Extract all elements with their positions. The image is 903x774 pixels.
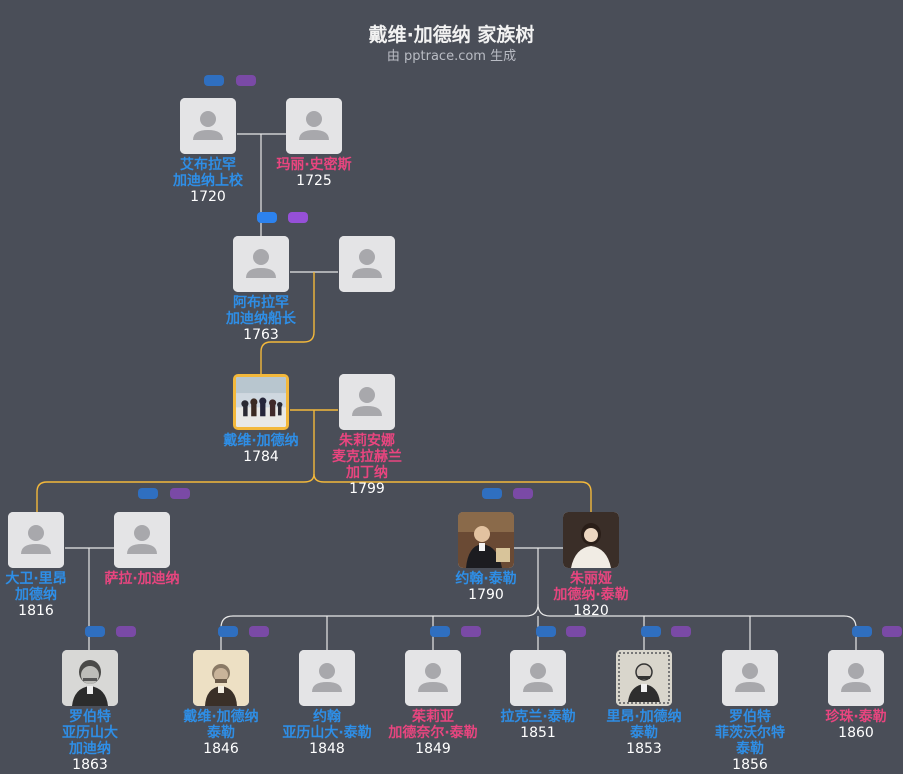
expand-icon[interactable]	[218, 626, 238, 637]
person-birth-year: 1790	[468, 587, 504, 603]
person-name[interactable]: 朱莉安娜麦克拉赫兰加丁纳	[332, 433, 402, 481]
expand-icon[interactable]	[566, 626, 586, 637]
person-name[interactable]: 艾布拉罕加迪纳上校	[173, 157, 243, 189]
person-birth-year: 1860	[838, 725, 874, 741]
expand-icon[interactable]	[641, 626, 661, 637]
placeholder-icon[interactable]	[339, 374, 395, 430]
person-name[interactable]: 戴维·加德纳	[223, 433, 299, 449]
person-name[interactable]: 罗伯特亚历山大加迪纳	[62, 709, 118, 757]
placeholder-icon[interactable]	[510, 650, 566, 706]
placeholder-icon[interactable]	[299, 650, 355, 706]
painting-icon[interactable]	[233, 374, 289, 430]
placeholder-icon[interactable]	[114, 512, 170, 568]
person-name[interactable]: 约翰亚历山大·泰勒	[282, 709, 372, 741]
person-name[interactable]: 约翰·泰勒	[455, 571, 517, 587]
person-birth-year: 1849	[415, 741, 451, 757]
expand-ancestors-icon[interactable]	[288, 212, 308, 223]
expand-icon[interactable]	[852, 626, 872, 637]
portrait-icon[interactable]	[458, 512, 514, 568]
person-birth-year: 1856	[732, 757, 768, 773]
expand-ancestors-icon[interactable]	[170, 488, 190, 499]
placeholder-icon[interactable]	[339, 236, 395, 292]
person-birth-year: 1720	[190, 189, 226, 205]
placeholder-icon[interactable]	[180, 98, 236, 154]
person-birth-year: 1848	[309, 741, 345, 757]
page-title: 戴维·加德纳 家族树	[368, 24, 535, 46]
expand-icon[interactable]	[536, 626, 556, 637]
expand-icon[interactable]	[882, 626, 902, 637]
person-birth-year: 1816	[18, 603, 54, 619]
person-name[interactable]: 玛丽·史密斯	[276, 157, 352, 173]
portrait-sepia-icon[interactable]	[193, 650, 249, 706]
placeholder-icon[interactable]	[233, 236, 289, 292]
expand-ancestors-icon[interactable]	[513, 488, 533, 499]
person-name[interactable]: 拉克兰·泰勒	[500, 709, 576, 725]
person-name[interactable]: 罗伯特菲茨沃尔特泰勒	[715, 709, 785, 757]
person-name[interactable]: 珍珠·泰勒	[825, 709, 887, 725]
expand-ancestors-icon[interactable]	[257, 212, 277, 223]
person-birth-year: 1725	[296, 173, 332, 189]
expand-icon[interactable]	[461, 626, 481, 637]
expand-icon[interactable]	[430, 626, 450, 637]
portrait-woman-icon[interactable]	[563, 512, 619, 568]
expand-icon[interactable]	[249, 626, 269, 637]
person-birth-year: 1851	[520, 725, 556, 741]
person-birth-year: 1853	[626, 741, 662, 757]
portrait-photo-icon[interactable]	[62, 650, 118, 706]
placeholder-icon[interactable]	[722, 650, 778, 706]
placeholder-icon[interactable]	[405, 650, 461, 706]
placeholder-icon[interactable]	[8, 512, 64, 568]
expand-icon[interactable]	[671, 626, 691, 637]
person-name[interactable]: 里昂·加德纳泰勒	[606, 709, 682, 741]
placeholder-icon[interactable]	[828, 650, 884, 706]
person-birth-year: 1784	[243, 449, 279, 465]
person-birth-year: 1763	[243, 327, 279, 343]
expand-ancestors-icon[interactable]	[482, 488, 502, 499]
placeholder-icon[interactable]	[286, 98, 342, 154]
person-birth-year: 1863	[72, 757, 108, 773]
expand-descendants-icon[interactable]	[116, 626, 136, 637]
engraving-icon[interactable]	[616, 650, 672, 706]
person-birth-year: 1846	[203, 741, 239, 757]
person-name[interactable]: 大卫·里昂加德纳	[5, 571, 67, 603]
person-name[interactable]: 阿布拉罕加迪纳船长	[226, 295, 296, 327]
expand-ancestors-icon[interactable]	[204, 75, 224, 86]
person-birth-year: 1799	[349, 481, 385, 497]
person-name[interactable]: 茱莉亚加德奈尔·泰勒	[388, 709, 478, 741]
page-subtitle: 由 pptrace.com 生成	[386, 49, 517, 64]
expand-ancestors-icon[interactable]	[138, 488, 158, 499]
expand-ancestors-icon[interactable]	[236, 75, 256, 86]
person-name[interactable]: 萨拉·加迪纳	[104, 571, 180, 587]
person-birth-year: 1820	[573, 603, 609, 619]
expand-descendants-icon[interactable]	[85, 626, 105, 637]
person-name[interactable]: 朱丽娅加德纳·泰勒	[553, 571, 629, 603]
person-name[interactable]: 戴维·加德纳泰勒	[183, 709, 259, 741]
